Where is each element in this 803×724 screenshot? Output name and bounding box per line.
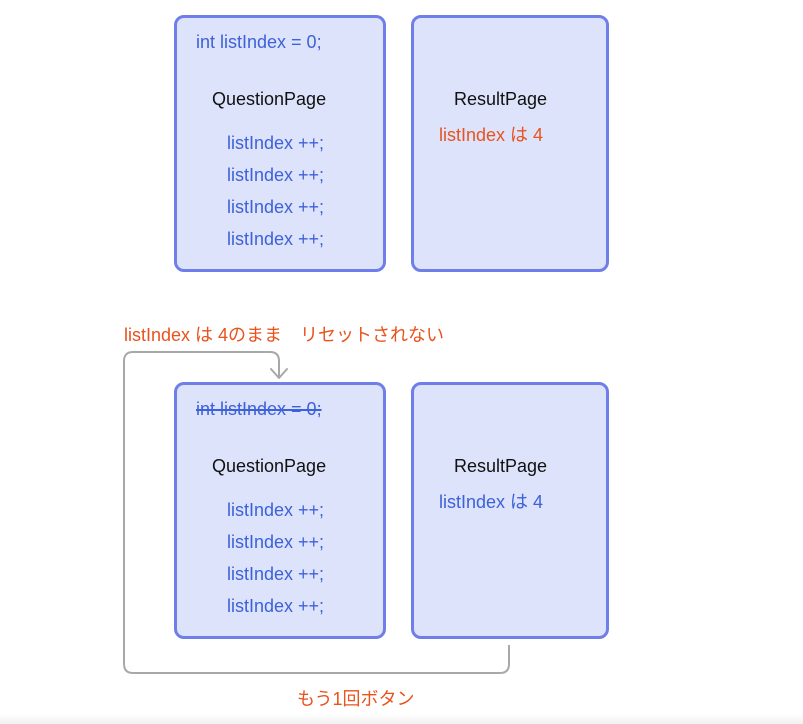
bottom-question-page-box: [174, 382, 386, 639]
top-question-page-box: [174, 15, 386, 272]
top-init-line: int listIndex = 0;: [196, 32, 322, 52]
top-increment-line-1: listIndex ++;: [227, 133, 325, 153]
retry-button-label: もう1回ボタン: [297, 689, 415, 709]
bottom-edge-shade: [0, 714, 803, 724]
bottom-increment-line-3: listIndex ++;: [227, 564, 325, 584]
bottom-result-page-box: [411, 382, 609, 639]
bottom-question-page-title: QuestionPage: [212, 456, 327, 476]
top-increment-line-3: listIndex ++;: [227, 197, 325, 217]
top-question-page-title: QuestionPage: [212, 89, 327, 109]
top-result-page-title: ResultPage: [454, 89, 548, 109]
top-increment-line-4: listIndex ++;: [227, 229, 325, 249]
top-increment-line-2: listIndex ++;: [227, 165, 325, 185]
bottom-increment-line-2: listIndex ++;: [227, 532, 325, 552]
bottom-result-value: listIndex は 4: [439, 492, 544, 512]
top-result-page-box: [411, 15, 609, 272]
bottom-increment-line-4: listIndex ++;: [227, 596, 325, 616]
arrow-down-icon: [270, 368, 288, 379]
no-reset-note: listIndex は 4のまま リセットされない: [124, 325, 445, 345]
bottom-increment-line-1: listIndex ++;: [227, 500, 325, 520]
top-result-value: listIndex は 4: [439, 125, 544, 145]
bottom-result-page-title: ResultPage: [454, 456, 548, 476]
bottom-init-line-struck: int listIndex = 0;: [196, 399, 322, 419]
